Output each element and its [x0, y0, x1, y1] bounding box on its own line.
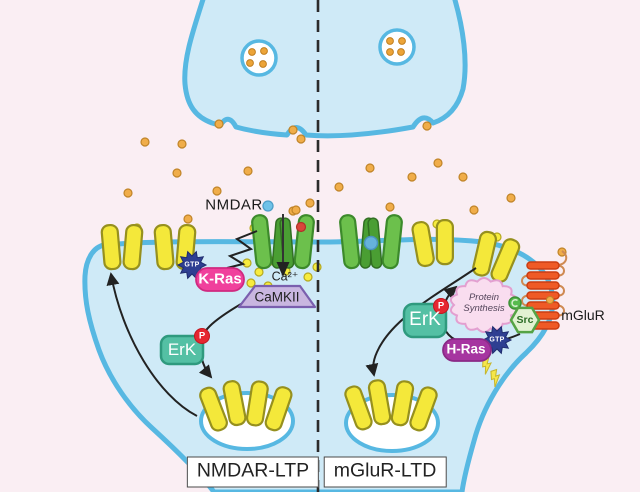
- nmdar-receptor-blocked: [339, 214, 403, 270]
- glutamate-bound-dot: [295, 221, 307, 233]
- glutamate-dot: [546, 296, 554, 304]
- hras-node: [442, 338, 492, 362]
- ampa-receptor: [245, 380, 293, 432]
- mglur-receptor: [521, 250, 568, 330]
- ampa-receptor: [411, 219, 454, 268]
- erk-node-right: [402, 302, 448, 339]
- camkii-node: [237, 284, 317, 309]
- erk-node-left: [159, 334, 205, 366]
- ampa-receptor: [344, 379, 392, 431]
- panel-label-nmdar-ltp: NMDAR-LTP: [186, 456, 320, 488]
- protein-synthesis-cloud: [449, 276, 519, 334]
- src-node: [508, 296, 541, 334]
- kras-node: [195, 267, 245, 292]
- nmdar-to-kras-zigzag: [226, 230, 258, 269]
- ampa-receptor: [199, 380, 247, 432]
- coagonist-dot: [262, 200, 274, 212]
- ampa-receptor: [472, 230, 521, 283]
- ampa-receptor: [100, 223, 144, 271]
- src-anchor-dot: [508, 296, 522, 310]
- presynaptic-terminal: [182, 0, 468, 139]
- phospho-badge-left: [194, 328, 210, 344]
- neurotransmitter-dots: [123, 119, 567, 257]
- synaptic-vesicle: [378, 28, 416, 66]
- ampa-receptor: [390, 380, 438, 432]
- ampa-receptors: [100, 219, 521, 432]
- nmdar-pointer: [276, 214, 290, 277]
- lipid-anchor-bolts: [482, 356, 501, 388]
- synaptic-vesicle: [240, 39, 278, 77]
- channel-blocker-dot: [363, 235, 379, 251]
- panel-label-mglur-ltd: mGluR-LTD: [323, 456, 447, 488]
- exocytosis-arrow: [106, 272, 198, 417]
- phospho-badge-right: [433, 298, 449, 314]
